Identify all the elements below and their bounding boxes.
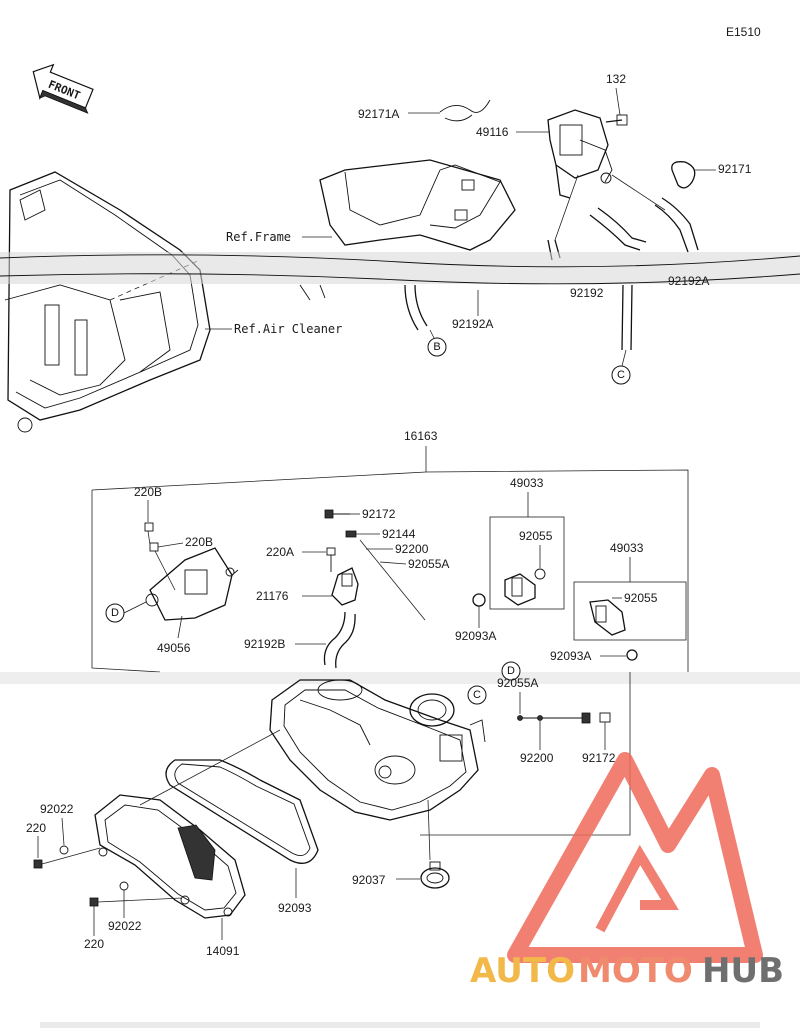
label-92172-b: 92172 <box>582 751 616 765</box>
connector-d-left: D <box>105 603 125 623</box>
svg-text:D: D <box>507 665 515 677</box>
label-220-a: 220 <box>26 821 46 835</box>
label-92171a: 92171A <box>358 107 399 121</box>
label-49056: 49056 <box>157 641 191 655</box>
svg-text:C: C <box>617 369 625 381</box>
label-220a: 220A <box>266 545 294 559</box>
bolt-220a <box>326 547 336 572</box>
hose-92192b <box>323 611 356 669</box>
injector-box-b <box>573 581 687 641</box>
frame-bracket <box>299 159 516 301</box>
bolt-220b-a <box>144 522 154 532</box>
assembly-outline-16163 <box>91 469 689 673</box>
svg-text:MOTO: MOTO <box>578 951 693 991</box>
label-16163: 16163 <box>404 429 438 443</box>
bolt-220b-b <box>149 542 159 552</box>
solenoid-valve <box>547 109 628 199</box>
connector-c-right: C <box>467 685 487 705</box>
o-ring-92093a-a <box>472 593 486 607</box>
svg-text:D: D <box>111 607 119 619</box>
wire-clamp-92171a <box>439 99 491 122</box>
label-132: 132 <box>606 72 626 86</box>
label-92093a-b: 92093A <box>550 649 591 663</box>
image-gap-band-lower <box>0 672 800 684</box>
svg-text:C: C <box>473 689 481 701</box>
label-92093: 92093 <box>278 901 312 915</box>
svg-text:AUTO: AUTO <box>470 951 575 991</box>
diagram-code: E1510 <box>726 25 761 39</box>
drive-belt-92093 <box>165 759 319 864</box>
connector-b-top: B <box>427 337 447 357</box>
fuel-injector-b <box>589 599 626 636</box>
label-14091: 14091 <box>206 944 240 958</box>
label-92037: 92037 <box>352 873 386 887</box>
hose-clamp-92171 <box>671 161 696 189</box>
label-92171: 92171 <box>718 162 752 176</box>
automotohub-wordmark: AUTO MOTO HUB <box>470 951 784 991</box>
label-92192a-right: 92192A <box>668 274 709 288</box>
front-arrow-icon: FRONT <box>32 63 94 114</box>
label-92022-a: 92022 <box>40 802 74 816</box>
image-gap-band <box>0 252 800 284</box>
bolt-220-b <box>89 897 99 907</box>
connector-c-top: C <box>611 365 631 385</box>
bottom-strip <box>40 1022 760 1028</box>
label-92022-b: 92022 <box>108 919 142 933</box>
washer-92022-b <box>119 881 129 891</box>
sensor-21176 <box>331 567 359 606</box>
spring-92144 <box>345 530 357 538</box>
bracket-49056 <box>145 547 239 621</box>
ref-frame-label: Ref.Frame <box>226 230 291 244</box>
label-92200-b: 92200 <box>520 751 554 765</box>
label-92200-a: 92200 <box>395 542 429 556</box>
svg-text:B: B <box>433 341 440 353</box>
label-220b-a: 220B <box>134 485 162 499</box>
label-49033-a: 49033 <box>510 476 544 490</box>
fuel-injector-a <box>504 568 546 606</box>
automotohub-logo <box>507 752 763 963</box>
injector-box-a <box>489 516 565 610</box>
ref-air-cleaner-label: Ref.Air Cleaner <box>234 322 342 336</box>
label-92055-b: 92055 <box>624 591 658 605</box>
hose-clamp-92037 <box>420 861 450 889</box>
air-cleaner-housing <box>4 171 211 433</box>
throttle-body <box>269 679 486 821</box>
washer-92022-a <box>59 845 69 855</box>
label-220-b: 220 <box>84 937 104 951</box>
label-92055a-a: 92055A <box>408 557 449 571</box>
label-92192a-top: 92192A <box>452 317 493 331</box>
screw-92172-a <box>324 509 350 519</box>
svg-text:HUB: HUB <box>702 951 784 991</box>
label-92055-a: 92055 <box>519 529 553 543</box>
label-220b-b: 220B <box>185 535 213 549</box>
label-49116: 49116 <box>476 125 509 139</box>
label-92172-a: 92172 <box>362 507 396 521</box>
bolt-220-a <box>33 859 43 869</box>
label-92055a-b: 92055A <box>497 676 538 690</box>
label-92192b: 92192B <box>244 637 285 651</box>
o-ring-92093a-b <box>626 649 638 661</box>
label-92093a-a: 92093A <box>455 629 496 643</box>
label-49033-b: 49033 <box>610 541 644 555</box>
cover-14091 <box>94 794 246 919</box>
connector-d-right: D <box>501 661 521 681</box>
label-92144: 92144 <box>382 527 416 541</box>
pin-set-right <box>517 712 611 724</box>
label-21176: 21176 <box>256 589 289 603</box>
label-92192: 92192 <box>570 286 604 300</box>
